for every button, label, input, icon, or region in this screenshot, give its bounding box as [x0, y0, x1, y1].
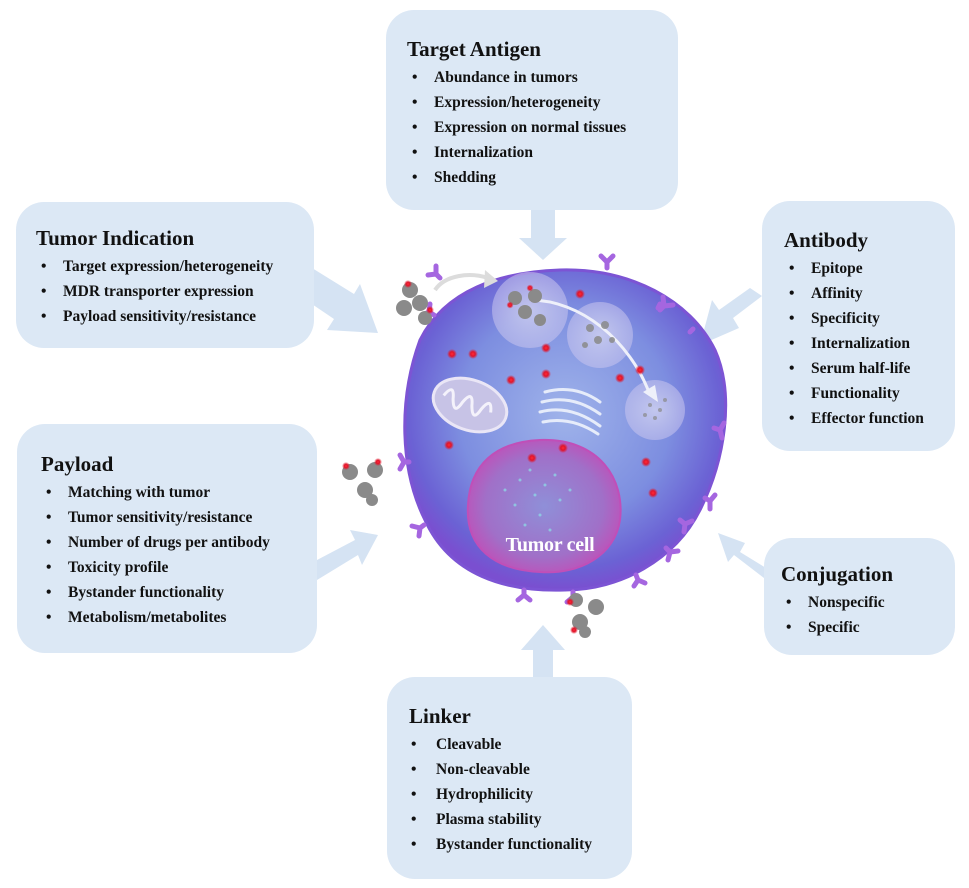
arrow-from-linker: [521, 625, 565, 678]
entry-arrowhead: [484, 270, 498, 288]
list-item: Abundance in tumors: [407, 65, 678, 90]
arrow-from-antibody: [700, 288, 762, 345]
linker-list: Cleavable Non-cleavable Hydrophilicity P…: [409, 732, 632, 857]
list-item: Number of drugs per antibody: [41, 530, 317, 555]
tumor-indication-box: Tumor Indication Target expression/heter…: [16, 202, 314, 348]
degraded-adc: [582, 321, 615, 348]
adc-molecule-icon: [342, 280, 667, 638]
tumor-indication-list: Target expression/heterogeneity MDR tran…: [36, 254, 314, 329]
target-antigen-list: Abundance in tumors Expression/heterogen…: [407, 65, 678, 190]
adc-top-left: [396, 280, 434, 325]
list-item: Hydrophilicity: [409, 782, 632, 807]
lysosome-early: [567, 302, 633, 368]
target-antigen-box: Target Antigen Abundance in tumors Expre…: [386, 10, 678, 210]
conjugation-box: Conjugation Nonspecific Specific: [764, 538, 955, 655]
list-item: Nonspecific: [781, 590, 955, 615]
antibody-list: Epitope Affinity Specificity Internaliza…: [784, 256, 955, 431]
surface-receptors: [397, 253, 727, 605]
conjugation-title: Conjugation: [781, 562, 894, 586]
adc-bottom: [566, 593, 604, 638]
trafficking-arrow: [529, 298, 652, 396]
list-item: Shedding: [407, 165, 678, 190]
list-item: Bystander functionality: [41, 580, 317, 605]
list-item: Metabolism/metabolites: [41, 605, 317, 630]
list-item: Specific: [781, 615, 955, 640]
payload-dots: [444, 289, 658, 498]
list-item: Tumor sensitivity/resistance: [41, 505, 317, 530]
list-item: Epitope: [784, 256, 955, 281]
list-item: Cleavable: [409, 732, 632, 757]
lysosome-late: [625, 380, 685, 440]
payload-list: Matching with tumor Tumor sensitivity/re…: [41, 480, 317, 630]
arrow-from-payload: [317, 530, 378, 580]
golgi-icon: [538, 388, 602, 436]
list-item: Functionality: [784, 381, 955, 406]
nucleus: [466, 438, 622, 574]
tumor-indication-title: Tumor Indication: [36, 226, 195, 250]
list-item: Internalization: [407, 140, 678, 165]
list-item: Serum half-life: [784, 356, 955, 381]
list-item: Toxicity profile: [41, 555, 317, 580]
antibody-box: Antibody Epitope Affinity Specificity In…: [762, 201, 955, 451]
list-item: Non-cleavable: [409, 757, 632, 782]
adc-in-endosome: [506, 284, 546, 326]
list-item: Affinity: [784, 281, 955, 306]
conjugation-list: Nonspecific Specific: [781, 590, 955, 640]
adc-left: [342, 458, 383, 506]
trafficking-arrowhead: [643, 385, 658, 402]
list-item: Matching with tumor: [41, 480, 317, 505]
tumor-cell-label: Tumor cell: [505, 534, 595, 556]
list-item: Internalization: [784, 331, 955, 356]
payload-box: Payload Matching with tumor Tumor sensit…: [17, 424, 317, 653]
entry-arrow: [433, 273, 489, 292]
list-item: MDR transporter expression: [36, 279, 314, 304]
list-item: Effector function: [784, 406, 955, 431]
linker-box: Linker Cleavable Non-cleavable Hydrophil…: [387, 677, 632, 879]
arrows: [300, 205, 766, 678]
list-item: Bystander functionality: [409, 832, 632, 857]
list-item: Expression/heterogeneity: [407, 90, 678, 115]
list-item: Target expression/heterogeneity: [36, 254, 314, 279]
target-antigen-title: Target Antigen: [407, 37, 541, 61]
list-item: Expression on normal tissues: [407, 115, 678, 140]
tumor-cell: [403, 268, 728, 592]
arrow-from-target-antigen: [519, 205, 567, 260]
list-item: Payload sensitivity/resistance: [36, 304, 314, 329]
linker-title: Linker: [409, 704, 471, 728]
arrow-from-conjugation: [718, 533, 766, 578]
mitochondrion-icon: [431, 376, 509, 434]
released-payload: [643, 398, 667, 420]
payload-title: Payload: [41, 452, 114, 476]
chromatin: [503, 468, 572, 532]
list-item: Plasma stability: [409, 807, 632, 832]
list-item: Specificity: [784, 306, 955, 331]
antibody-title: Antibody: [784, 228, 869, 252]
arrow-from-tumor-indication: [300, 268, 378, 333]
